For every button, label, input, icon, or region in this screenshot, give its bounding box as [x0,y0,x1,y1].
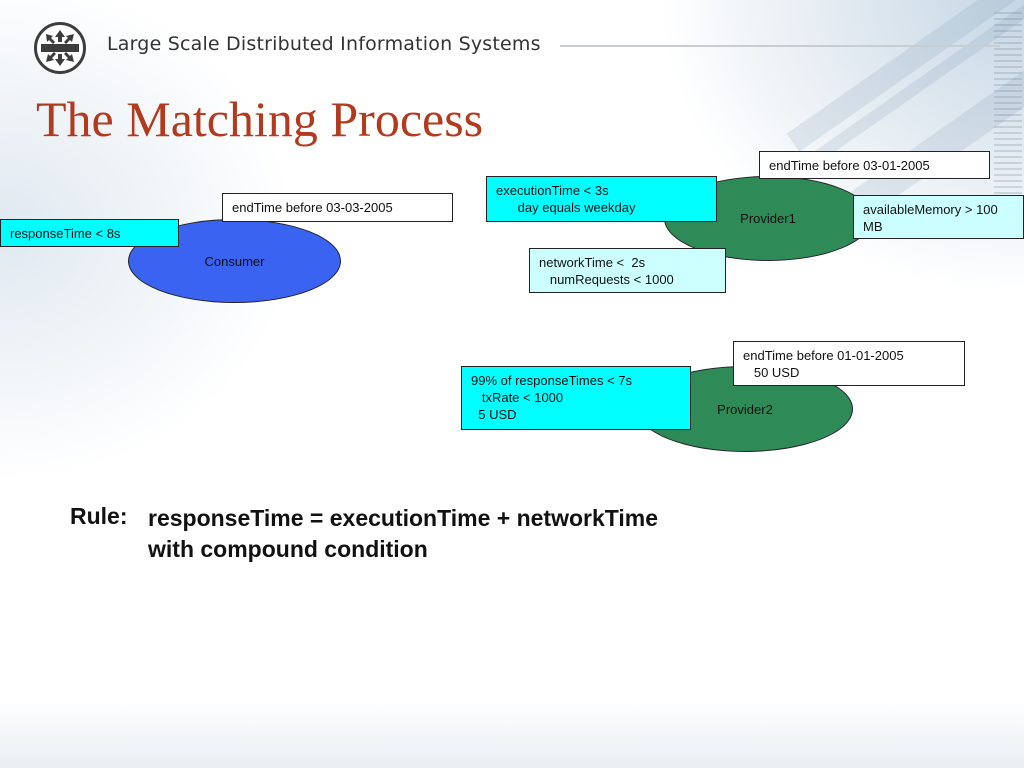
provider1-label: Provider1 [740,211,796,226]
provider2-endtime-box: endTime before 01-01-2005 50 USD [733,341,965,386]
lsdis-logo-icon [34,22,86,74]
box-line: availableMemory > 100 [863,202,998,217]
consumer-responsetime-box: responseTime < 8s [0,219,179,247]
provider1-endtime-box: endTime before 03-01-2005 [759,151,990,179]
box-line: endTime before 03-03-2005 [232,200,393,215]
provider1-network-box: networkTime < 2s numRequests < 1000 [529,248,726,293]
box-line: 50 USD [743,365,800,380]
header-title: Large Scale Distributed Information Syst… [107,33,541,55]
rule-label: Rule: [70,503,128,529]
rule-line: with compound condition [148,536,428,562]
box-line: endTime before 03-01-2005 [769,158,930,173]
consumer-endtime-box: endTime before 03-03-2005 [222,193,453,222]
slide-title: The Matching Process [36,91,484,147]
box-line: numRequests < 1000 [539,272,674,287]
provider2-response-box: 99% of responseTimes < 7s txRate < 1000 … [461,366,691,430]
box-line: responseTime < 8s [10,226,121,241]
box-line: day equals weekday [496,200,636,215]
box-line: networkTime < 2s [539,255,646,270]
box-line: executionTime < 3s [496,183,609,198]
rule-text: responseTime = executionTime + networkTi… [148,503,658,565]
box-line: endTime before 01-01-2005 [743,348,904,363]
box-line: MB [863,219,883,234]
box-line: txRate < 1000 [471,390,564,405]
header-divider [560,45,1000,47]
box-line: 99% of responseTimes < 7s [471,373,633,388]
consumer-label: Consumer [204,253,265,269]
box-line: 5 USD [471,407,517,422]
provider1-execution-box: executionTime < 3s day equals weekday [486,176,717,222]
provider1-memory-box: availableMemory > 100 MB [853,195,1024,239]
side-decoration [994,12,1022,202]
rule-line: responseTime = executionTime + networkTi… [148,505,659,531]
provider2-label: Provider2 [717,401,773,417]
